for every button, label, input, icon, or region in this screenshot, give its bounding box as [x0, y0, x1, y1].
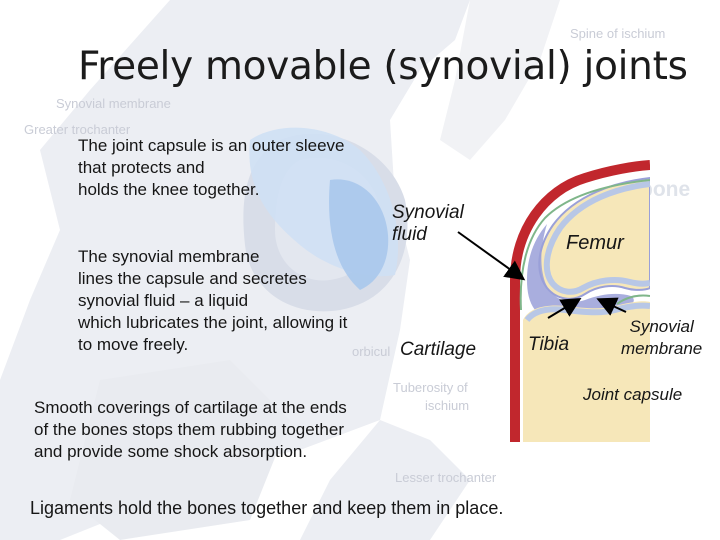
membrane-paragraph: The synovial membrane lines the capsule … [78, 247, 348, 354]
ligaments-paragraph: Ligaments hold the bones together and ke… [30, 498, 504, 518]
bg-label-lesser-trochanter: Lesser trochanter [395, 470, 497, 485]
label-tibia: Tibia [528, 334, 570, 355]
bg-label-tuberosity: Tuberosity of [393, 380, 468, 395]
bg-label-orbicular: orbicul [352, 344, 391, 359]
capsule-paragraph: The joint capsule is an outer sleeve tha… [78, 136, 345, 199]
bg-label-synovial-membrane: Synovial membrane [56, 96, 171, 111]
label-cartilage: Cartilage [400, 339, 477, 360]
bg-label-spine: Spine of ischium [570, 26, 666, 41]
cartilage-paragraph: Smooth coverings of cartilage at the end… [34, 398, 347, 461]
label-femur: Femur [566, 232, 624, 254]
label-synovial-membrane: Synovial membrane [621, 317, 703, 358]
bg-label-greater-trochanter: Greater trochanter [24, 122, 131, 137]
bg-label-ischium: ischium [425, 398, 470, 413]
label-joint-capsule: Joint capsule [583, 385, 683, 404]
label-synovial-fluid: Synovial fluid [392, 202, 464, 245]
bg-label-bone: bone [640, 178, 691, 201]
slide-title: Freely movable (synovial) joints [78, 44, 688, 89]
